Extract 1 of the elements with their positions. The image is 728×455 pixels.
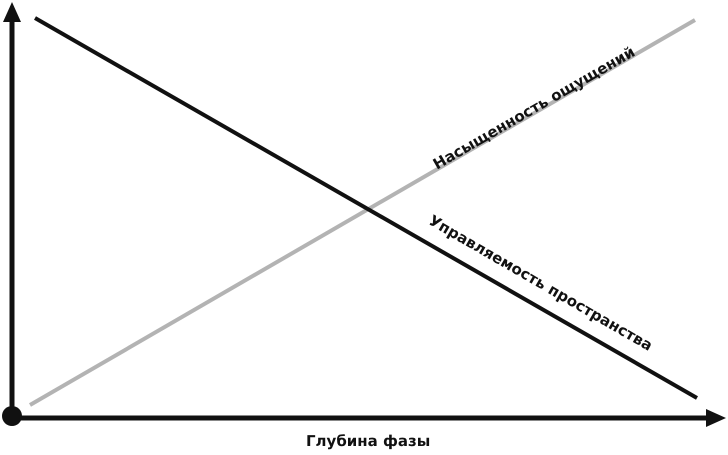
axis-label: Глубина фазы [306,432,430,450]
